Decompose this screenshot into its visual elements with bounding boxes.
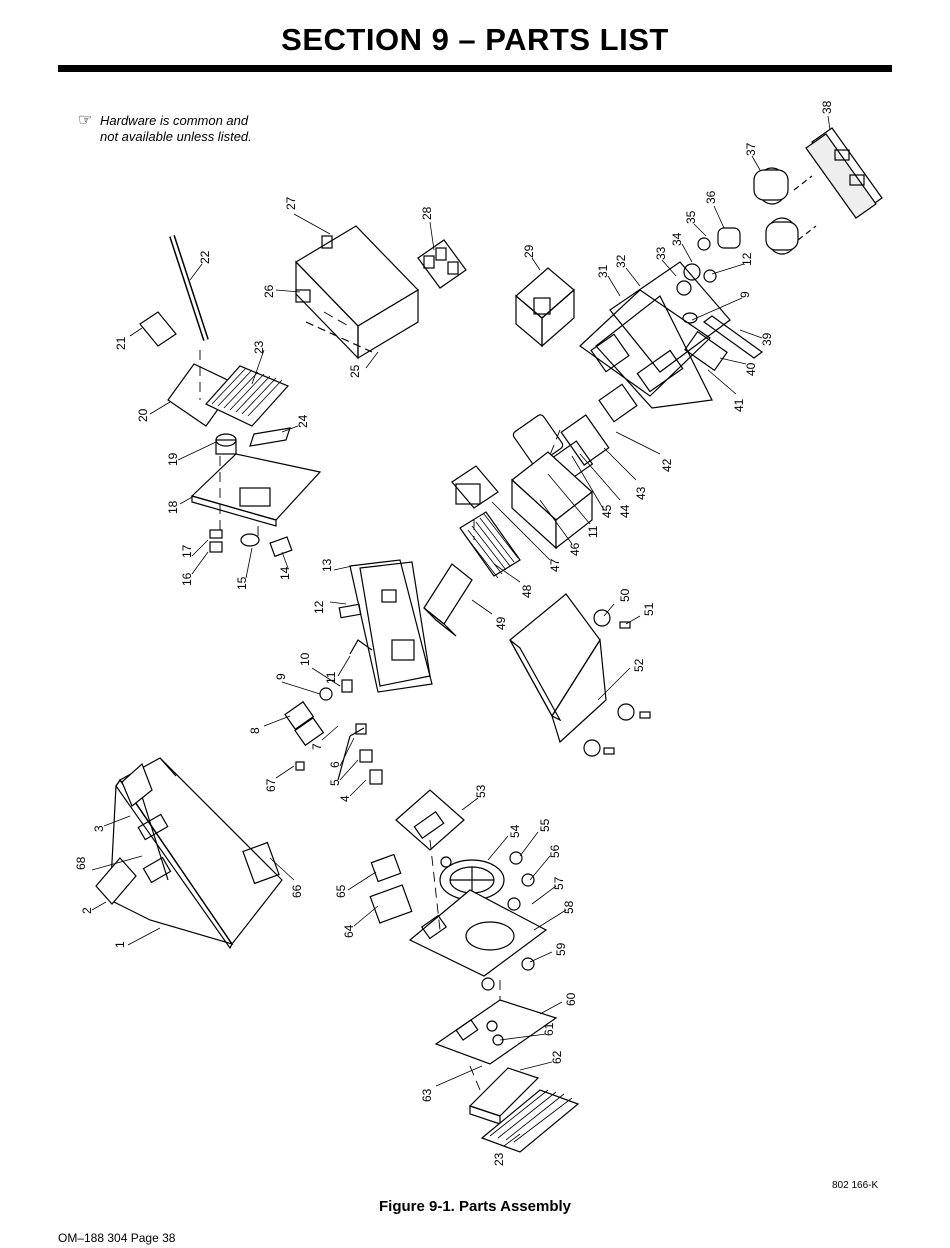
callout-13: 13 (320, 558, 334, 572)
callout-12: 12 (312, 600, 326, 614)
callout-50: 50 (618, 588, 632, 602)
callout-37: 37 (744, 142, 758, 156)
callout-6: 6 (328, 761, 342, 768)
callout-20: 20 (136, 408, 150, 422)
callout-56: 56 (548, 844, 562, 858)
callout-60: 60 (564, 992, 578, 1006)
callout-25: 25 (348, 364, 362, 378)
callout-26: 26 (262, 284, 276, 298)
callout-36: 36 (704, 190, 718, 204)
callout-65: 65 (334, 884, 348, 898)
callout-1: 1 (113, 941, 127, 948)
callout-24: 24 (296, 414, 310, 428)
callout-58: 58 (562, 900, 576, 914)
fan-assembly (369, 789, 580, 1153)
callout-57: 57 (552, 876, 566, 890)
callout-43: 43 (634, 486, 648, 500)
callout-10: 10 (298, 652, 312, 666)
callout-63: 63 (420, 1088, 434, 1102)
pointing-hand-icon: ☞ (78, 112, 93, 129)
callout-14: 14 (278, 566, 292, 580)
callout-5: 5 (328, 779, 342, 786)
callout-68: 68 (74, 856, 88, 870)
callout-11b: 11 (586, 525, 600, 538)
callout-3: 3 (92, 825, 106, 832)
callout-49: 49 (494, 616, 508, 630)
callout-39: 39 (760, 332, 774, 346)
callout-32: 32 (614, 254, 628, 268)
callout-45: 45 (600, 504, 614, 518)
callout-53: 53 (474, 784, 488, 798)
callout-9b: 9 (738, 291, 752, 298)
callout-55: 55 (538, 818, 552, 832)
wrapper-1 (95, 757, 283, 950)
base-rail-52 (509, 593, 651, 757)
callout-4: 4 (338, 795, 352, 802)
callout-7: 7 (310, 743, 324, 750)
callout-61: 61 (542, 1022, 556, 1036)
callout-12b: 12 (740, 252, 754, 266)
callout-52: 52 (632, 658, 646, 672)
title-rule (58, 65, 892, 72)
callout-64: 64 (342, 924, 356, 938)
callout-54: 54 (508, 824, 522, 838)
callout-28: 28 (420, 206, 434, 220)
callout-27: 27 (284, 196, 298, 210)
callout-18: 18 (166, 500, 180, 514)
callout-2: 2 (80, 907, 94, 914)
callout-22: 22 (198, 250, 212, 264)
callout-29: 29 (522, 244, 536, 258)
callout-11: 11 (324, 671, 338, 684)
figure-caption: Figure 9-1. Parts Assembly (378, 1198, 572, 1215)
drawing-number: 802 166-K (832, 1180, 879, 1191)
pc-board-38 (676, 127, 883, 296)
callout-42: 42 (660, 458, 674, 472)
callout-62: 62 (550, 1050, 564, 1064)
callout-35: 35 (684, 210, 698, 224)
front-panel-31 (515, 261, 764, 423)
left-assembly (139, 235, 322, 558)
callout-33: 33 (654, 246, 668, 260)
callout-21: 21 (114, 336, 128, 350)
callout-9: 9 (274, 673, 288, 680)
callout-44: 44 (618, 504, 632, 518)
callout-41: 41 (732, 398, 746, 412)
parts-assembly-drawing: 1 2 3 4 5 6 7 8 9 10 11 12 13 14 15 16 1… (74, 100, 883, 1166)
callout-8: 8 (248, 727, 262, 734)
callout-59: 59 (554, 942, 568, 956)
callout-46: 46 (568, 542, 582, 556)
section-title: SECTION 9 – PARTS LIST (281, 22, 669, 57)
case-25 (295, 225, 467, 360)
callout-66: 66 (290, 884, 304, 898)
callout-47: 47 (548, 558, 562, 572)
callout-17: 17 (180, 544, 194, 558)
callout-19: 19 (166, 452, 180, 466)
rectifier-group (423, 414, 610, 637)
callout-23b: 23 (492, 1152, 506, 1166)
note-line-1: Hardware is common and (100, 113, 249, 128)
callout-16: 16 (180, 572, 194, 586)
callout-15: 15 (235, 576, 249, 590)
callout-48: 48 (520, 584, 534, 598)
callout-34: 34 (670, 232, 684, 246)
chassis-13 (338, 559, 433, 693)
callout-38: 38 (820, 100, 834, 114)
note-line-2: not available unless listed. (100, 129, 252, 144)
callout-51: 51 (642, 602, 656, 616)
page-footer: OM–188 304 Page 38 (58, 1231, 176, 1245)
callout-40: 40 (744, 362, 758, 376)
callout-23: 23 (252, 340, 266, 354)
callout-31: 31 (596, 264, 610, 278)
callout-67: 67 (264, 778, 278, 792)
